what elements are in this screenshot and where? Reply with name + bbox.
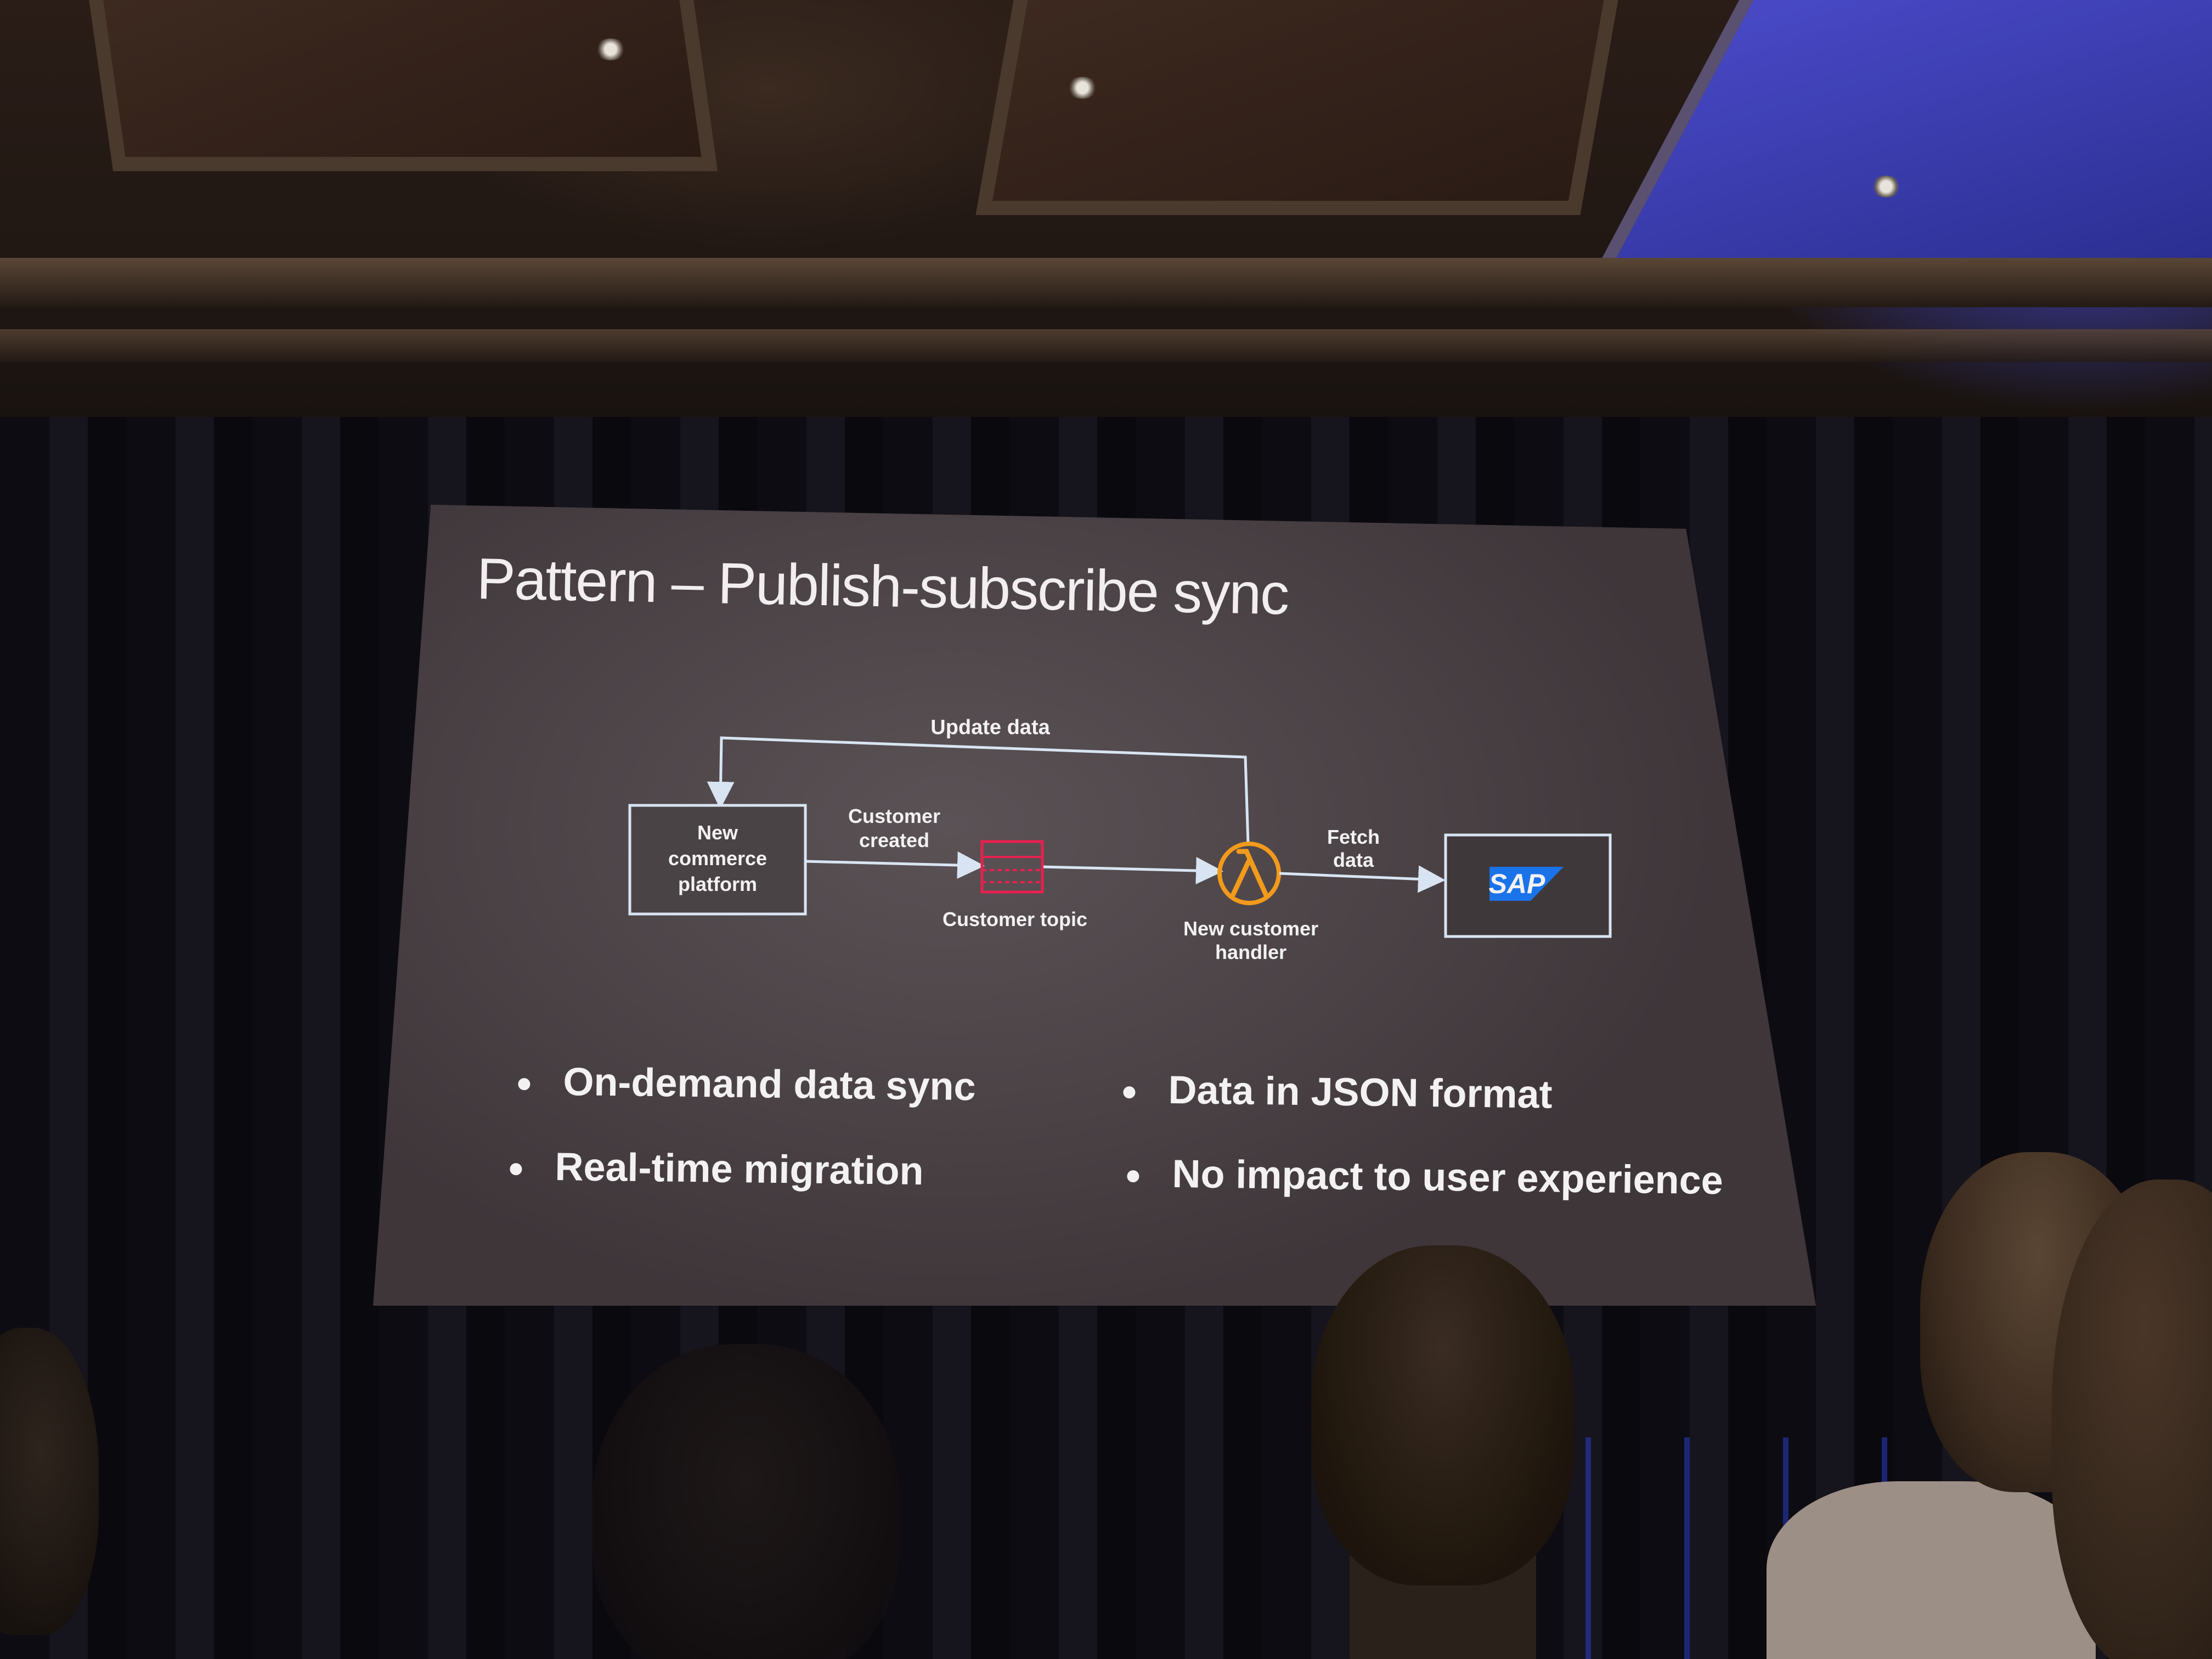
ceiling-beam: [0, 258, 2212, 307]
ceiling-beam: [0, 329, 2212, 362]
ceiling-light: [1067, 77, 1098, 99]
bullet-item: Real-time migration: [510, 1144, 924, 1194]
architecture-diagram: Update data New commerce platform Custom…: [628, 716, 1612, 963]
bullet-dot: [510, 1163, 522, 1176]
platform-label-line-2: commerce: [668, 847, 767, 870]
bullet-item: Data in JSON format: [1123, 1067, 1553, 1118]
update-data-label: Update data: [930, 716, 1050, 739]
handler-label-line-1: New customer: [1183, 917, 1318, 940]
fetch-data-arrow: [1279, 865, 1446, 893]
customer-created-arrow: [805, 851, 985, 879]
projection-screen: Pattern – Publish-subscribe sync Update …: [373, 505, 1816, 1306]
new-commerce-platform-box: [628, 804, 807, 916]
handler-label-line-2: handler: [1215, 941, 1286, 963]
bullet-item: No impact to user experience: [1127, 1151, 1723, 1203]
sap-logo: SAP: [1489, 867, 1564, 901]
ceiling-light: [595, 38, 626, 60]
bullet-dot: [1123, 1086, 1136, 1099]
ceiling-coffer: [975, 0, 1626, 215]
audience-head: [2052, 1180, 2212, 1659]
ceiling-coffer: [84, 0, 718, 171]
platform-label-line-3: platform: [678, 873, 757, 895]
topic-to-handler-arrow: [1043, 857, 1223, 884]
audience-head: [0, 1328, 99, 1635]
audience-head: [1311, 1245, 1575, 1585]
update-data-arrow: [707, 736, 1250, 844]
bullet-dot: [1127, 1170, 1139, 1183]
bullet-item: On-demand data sync: [518, 1059, 976, 1109]
fetch-data-label-line-2: data: [1333, 849, 1374, 871]
ceiling-coffer-blue-lit: [1589, 0, 2212, 281]
sns-topic-icon: [980, 840, 1044, 894]
lambda-icon: [1217, 842, 1281, 905]
audience-head: [592, 1344, 900, 1659]
bullet-dot: [518, 1077, 531, 1091]
audience-shoulders: [1767, 1481, 2096, 1659]
customer-created-label-line-1: Customer: [848, 805, 940, 827]
fetch-data-label-line-1: Fetch: [1327, 826, 1380, 848]
customer-created-label-line-2: created: [859, 829, 929, 851]
ceiling-light: [1871, 176, 1901, 198]
platform-label-line-1: New: [697, 821, 738, 844]
svg-text:SAP: SAP: [1489, 868, 1545, 899]
customer-topic-label: Customer topic: [943, 908, 1087, 930]
